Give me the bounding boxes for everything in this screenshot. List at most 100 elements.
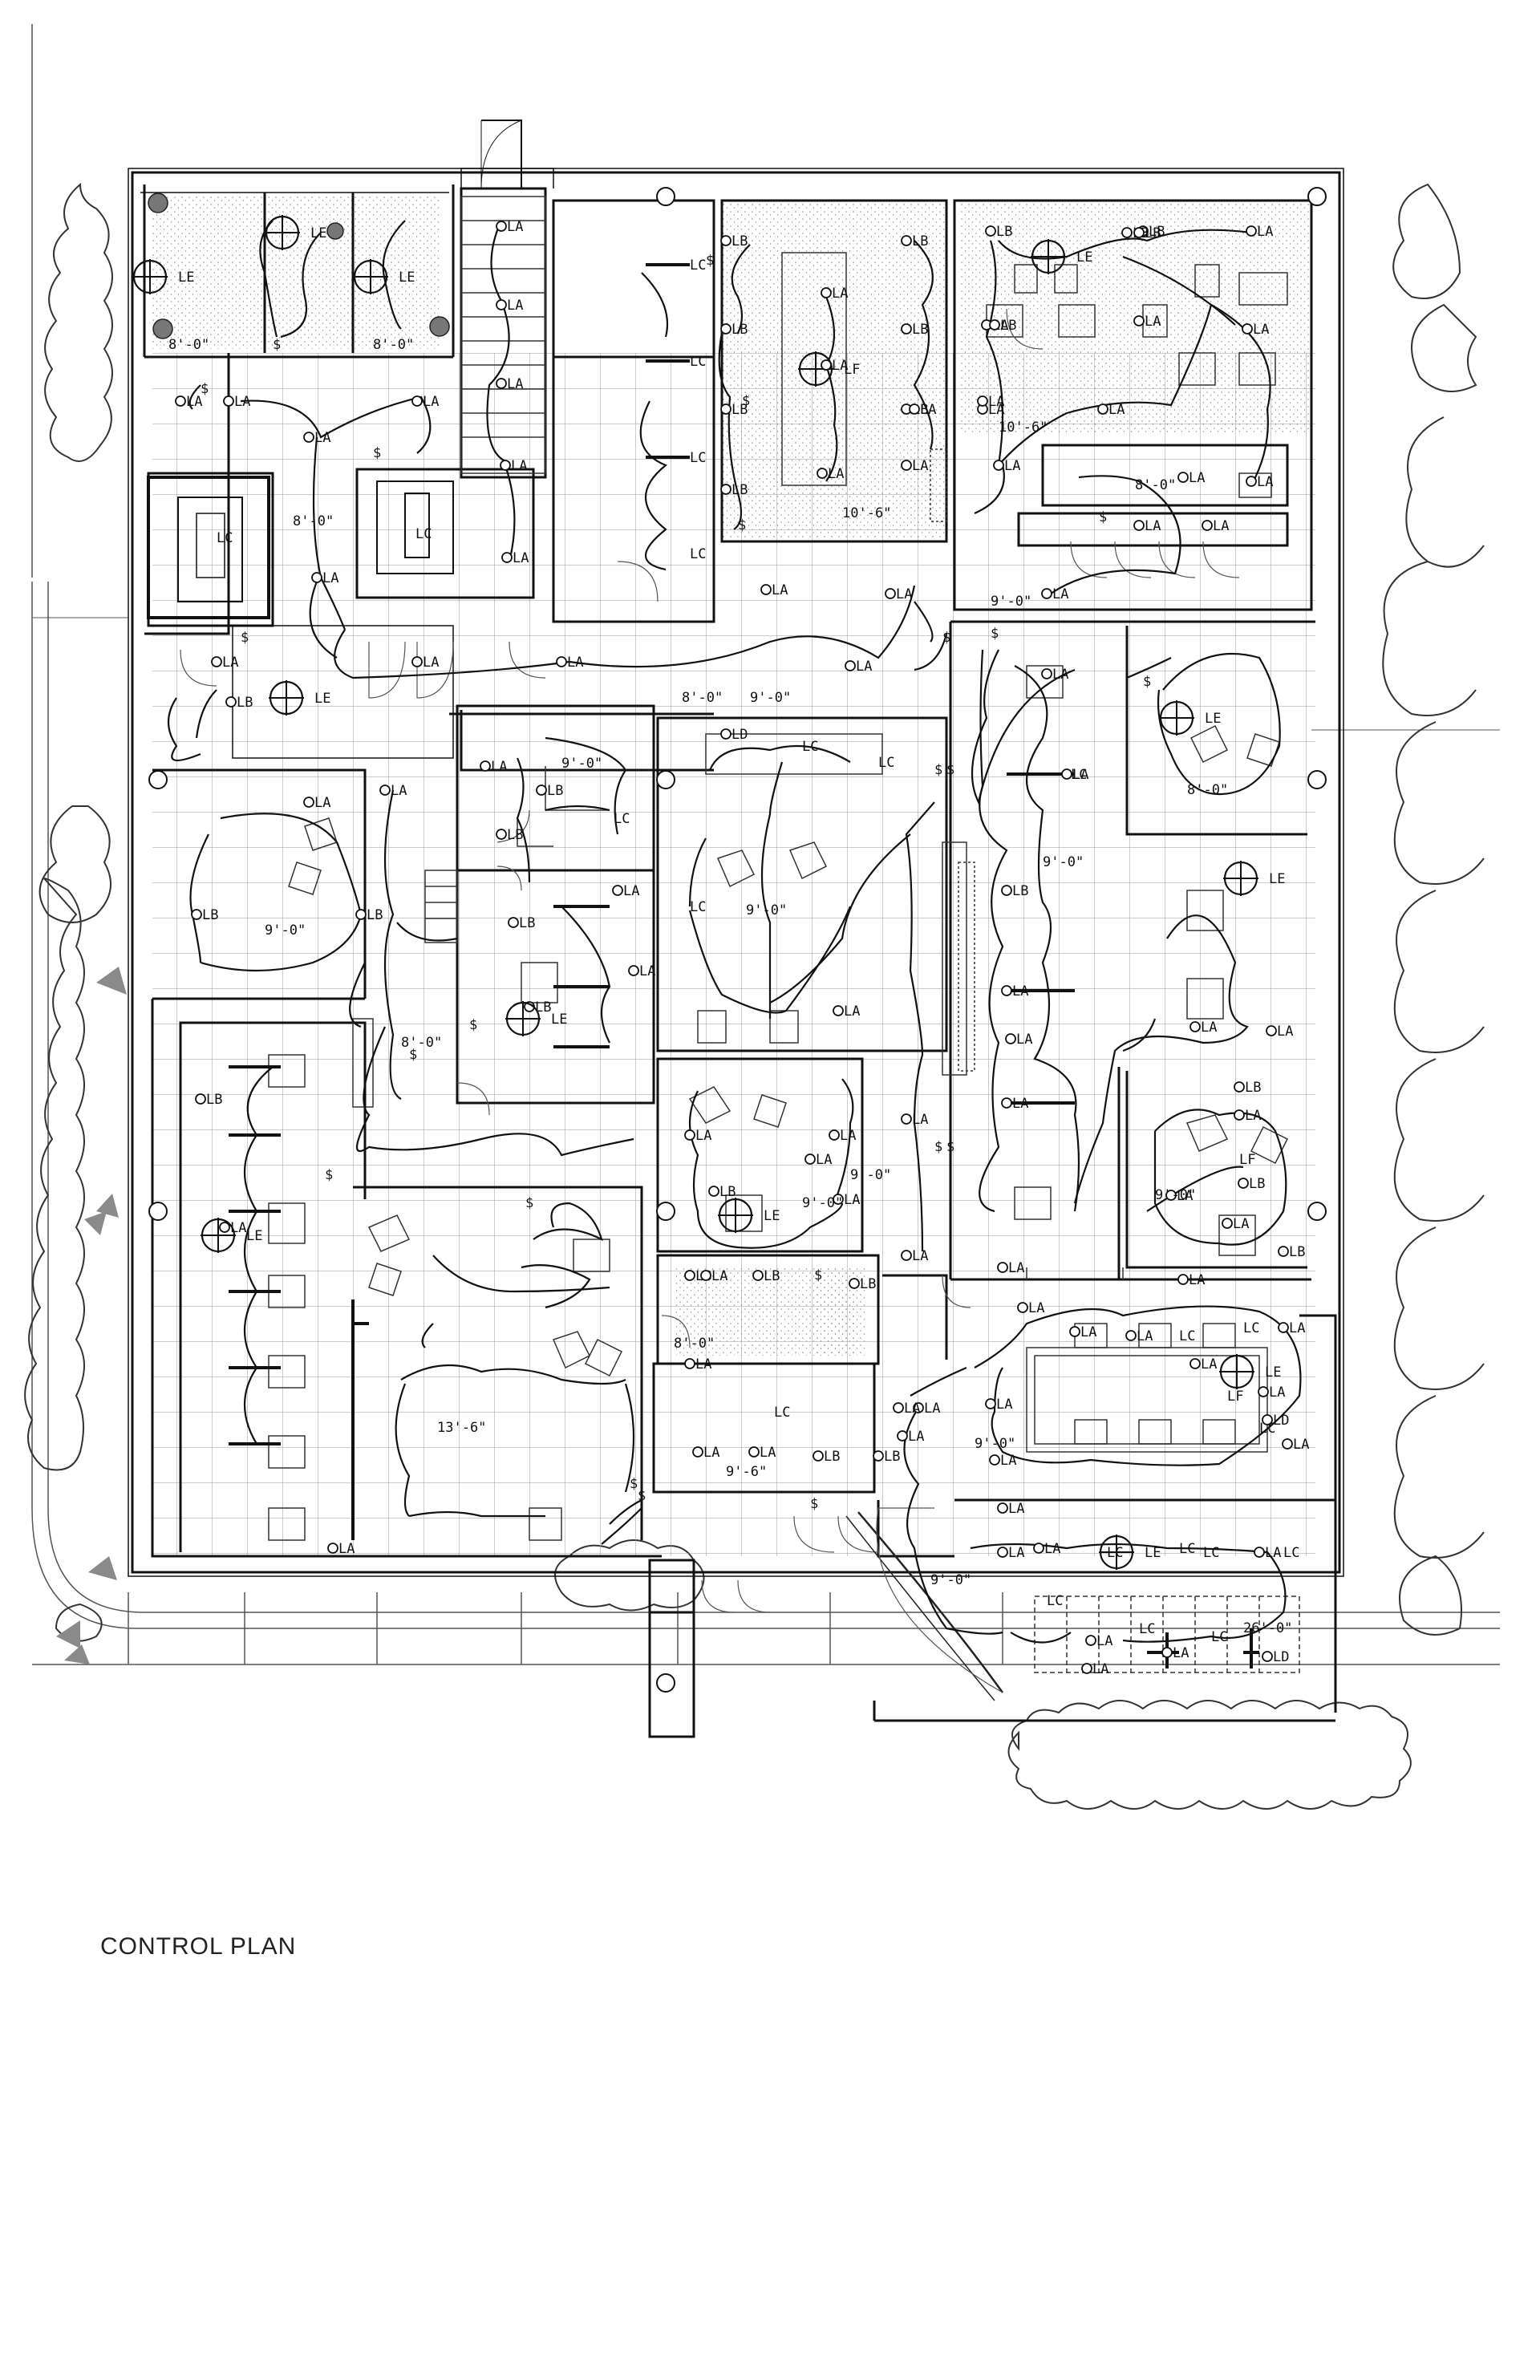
fixture-circle-icon	[833, 1194, 844, 1205]
fixture-label: LB	[732, 233, 748, 249]
fixture-label: LA	[772, 582, 788, 598]
switch-symbol: $	[738, 517, 746, 533]
fixture-label: LA	[1189, 1272, 1205, 1288]
fixture-circle-icon	[1189, 1358, 1201, 1369]
fixture-label: LC	[1211, 1629, 1227, 1645]
fixture-la: LA	[997, 1545, 1024, 1561]
fixture-lb: LB	[536, 783, 563, 799]
fixture-label: LA	[491, 759, 507, 775]
fixture-label: LA	[1213, 518, 1229, 534]
ceiling-height-label: 9'-0"	[265, 922, 306, 939]
fixture-label: LA	[1008, 1260, 1024, 1276]
switch-symbol: $	[946, 1139, 954, 1155]
fixture-label: LA	[988, 402, 1004, 418]
fixture-label: LE	[399, 270, 415, 286]
fixture-circle-icon	[977, 395, 988, 407]
fixture-la: LA	[1041, 586, 1068, 602]
fixture-circle-icon	[760, 584, 772, 595]
fixture-la: LA	[1177, 470, 1205, 486]
fixture-lb: LB	[752, 1268, 780, 1284]
crosshair-icon	[505, 1001, 541, 1036]
fixture-la: LA	[496, 298, 523, 314]
fixture-label: LB	[202, 907, 218, 923]
fixture-la: LA	[1242, 322, 1269, 338]
fixture-circle-icon	[1177, 1274, 1189, 1285]
fixture-la: LA	[997, 1501, 1024, 1517]
fixture-label: LA	[314, 430, 330, 446]
fixture-la: LA	[993, 458, 1020, 474]
fixture-label: LA	[1293, 1437, 1309, 1453]
fixture-la: LA	[303, 430, 330, 446]
fixture-label: LA	[639, 963, 655, 979]
lounge-chairs	[288, 724, 1289, 1377]
fixture-la: LA	[327, 1541, 355, 1557]
fixture-le: LE	[1031, 239, 1092, 274]
fixture-le: LE	[269, 680, 330, 716]
fixture-la: LA	[760, 582, 788, 598]
fixture-circle-icon	[411, 656, 423, 667]
fixture-circle-icon	[817, 468, 828, 479]
fixture-label: LA	[920, 402, 936, 418]
fixture-circle-icon	[1254, 1547, 1265, 1558]
fixture-label: LA	[856, 659, 872, 675]
fixture-label: LE	[764, 1208, 780, 1224]
ceiling-height-label: 8'-0"	[401, 1035, 442, 1051]
fixture-circle-icon	[536, 785, 547, 796]
fixture-lb: LB	[720, 402, 748, 418]
fixture-label: LD	[732, 727, 748, 743]
fixture-circle-icon	[901, 460, 912, 471]
fixture-la: LA	[913, 1401, 940, 1417]
fixture-lb: LB	[873, 1449, 900, 1465]
fixture-la: LA	[1266, 1024, 1293, 1040]
corner-columns	[148, 193, 450, 339]
fixture-label: LF	[1227, 1389, 1243, 1405]
fixture-circle-icon	[1033, 1543, 1044, 1554]
fixture-label: LB	[732, 402, 748, 418]
ceiling-height-label: 9'-0"	[991, 594, 1031, 610]
fixture-circle-icon	[1001, 885, 1012, 896]
fixture-label: LA	[1012, 983, 1028, 999]
fixture-le: LE	[1223, 861, 1285, 896]
fixture-label: LA	[1245, 1108, 1261, 1124]
fixture-la: LA	[1258, 1385, 1285, 1401]
fixture-label: LA	[314, 795, 330, 811]
ceiling-height-label: 9'-0"	[930, 1572, 971, 1588]
fixture-circle-icon	[1262, 1651, 1273, 1662]
fixture-circle-icon	[480, 760, 491, 772]
fixture-lb: LB	[849, 1276, 876, 1292]
fixture-circle-icon	[1001, 1097, 1012, 1109]
fixture-circle-icon	[821, 359, 832, 371]
fixture-la: LA	[1222, 1216, 1249, 1232]
fixture-lb: LB	[720, 322, 748, 338]
fixture-la: LA	[411, 655, 439, 671]
switch-symbol: $	[1099, 509, 1107, 525]
fixture-lb: LB	[708, 1184, 736, 1200]
fixture-la: LA	[997, 1260, 1024, 1276]
fixture-label: LD	[1273, 1649, 1289, 1665]
fixture-label: LC	[878, 755, 894, 771]
fixture-circle-icon	[692, 1446, 703, 1458]
fixture-label: LC	[690, 450, 706, 466]
fixture-la: LA	[1061, 767, 1088, 783]
fixture-label: LA	[1257, 474, 1273, 490]
fixture-la: LA	[311, 570, 338, 586]
fixture-label: LE	[1076, 249, 1092, 266]
switch-symbol: $	[630, 1476, 638, 1492]
fixture-circle-icon	[1069, 1326, 1080, 1337]
fixture-ld: LD	[1262, 1413, 1289, 1429]
fixture-circle-icon	[496, 829, 507, 840]
fixture-circle-icon	[1085, 1635, 1096, 1646]
fixture-circle-icon	[1246, 476, 1257, 487]
fixture-label: LB	[206, 1092, 222, 1108]
fixture-circle-icon	[1041, 668, 1052, 679]
fixture-lb: LB	[225, 695, 253, 711]
fixture-label: LE	[551, 1012, 567, 1028]
fixture-circle-icon	[720, 403, 732, 415]
switch-symbol: $	[409, 1047, 417, 1063]
fixture-label: LA	[695, 1128, 711, 1144]
fixture-label: LC	[690, 354, 706, 370]
fixture-la: LA	[612, 883, 639, 899]
ceiling-height-label: 9'-0"	[1043, 854, 1084, 870]
fixture-lc: LC	[1107, 1545, 1123, 1561]
fixture-circle-icon	[700, 1270, 711, 1281]
